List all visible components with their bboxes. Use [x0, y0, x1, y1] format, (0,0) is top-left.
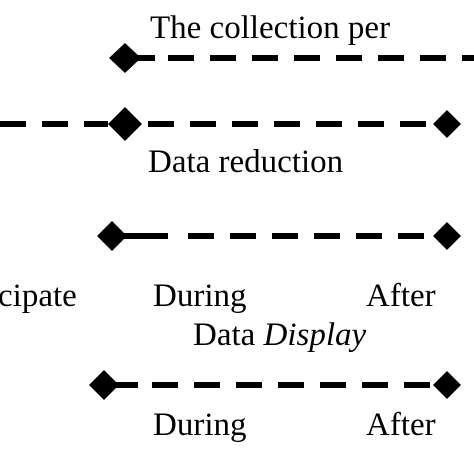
lower-timeline	[89, 370, 461, 400]
after-label: After	[366, 278, 436, 314]
anticipate-label: cipate	[0, 278, 77, 314]
display-timeline	[97, 221, 461, 251]
data-display-label: Data Display	[193, 319, 366, 352]
data-display-word-display: Display	[263, 317, 367, 353]
collection-timeline	[109, 43, 474, 73]
data-reduction-timeline	[0, 107, 461, 141]
lower-after-label: After	[366, 407, 436, 443]
reduction-end-diamond	[433, 110, 461, 138]
reduction-start-diamond	[108, 107, 142, 141]
lower-end-diamond	[433, 371, 461, 399]
data-reduction-label: Data reduction	[148, 144, 344, 180]
lower-start-diamond	[89, 370, 119, 400]
display-start-diamond	[97, 221, 127, 251]
lower-during-label: During	[153, 407, 247, 443]
during-label: During	[153, 278, 247, 314]
collection-period-label: The collection per	[150, 10, 391, 46]
display-end-diamond	[433, 222, 461, 250]
data-display-word-data: Data	[193, 317, 256, 353]
collection-start-diamond	[109, 43, 141, 73]
